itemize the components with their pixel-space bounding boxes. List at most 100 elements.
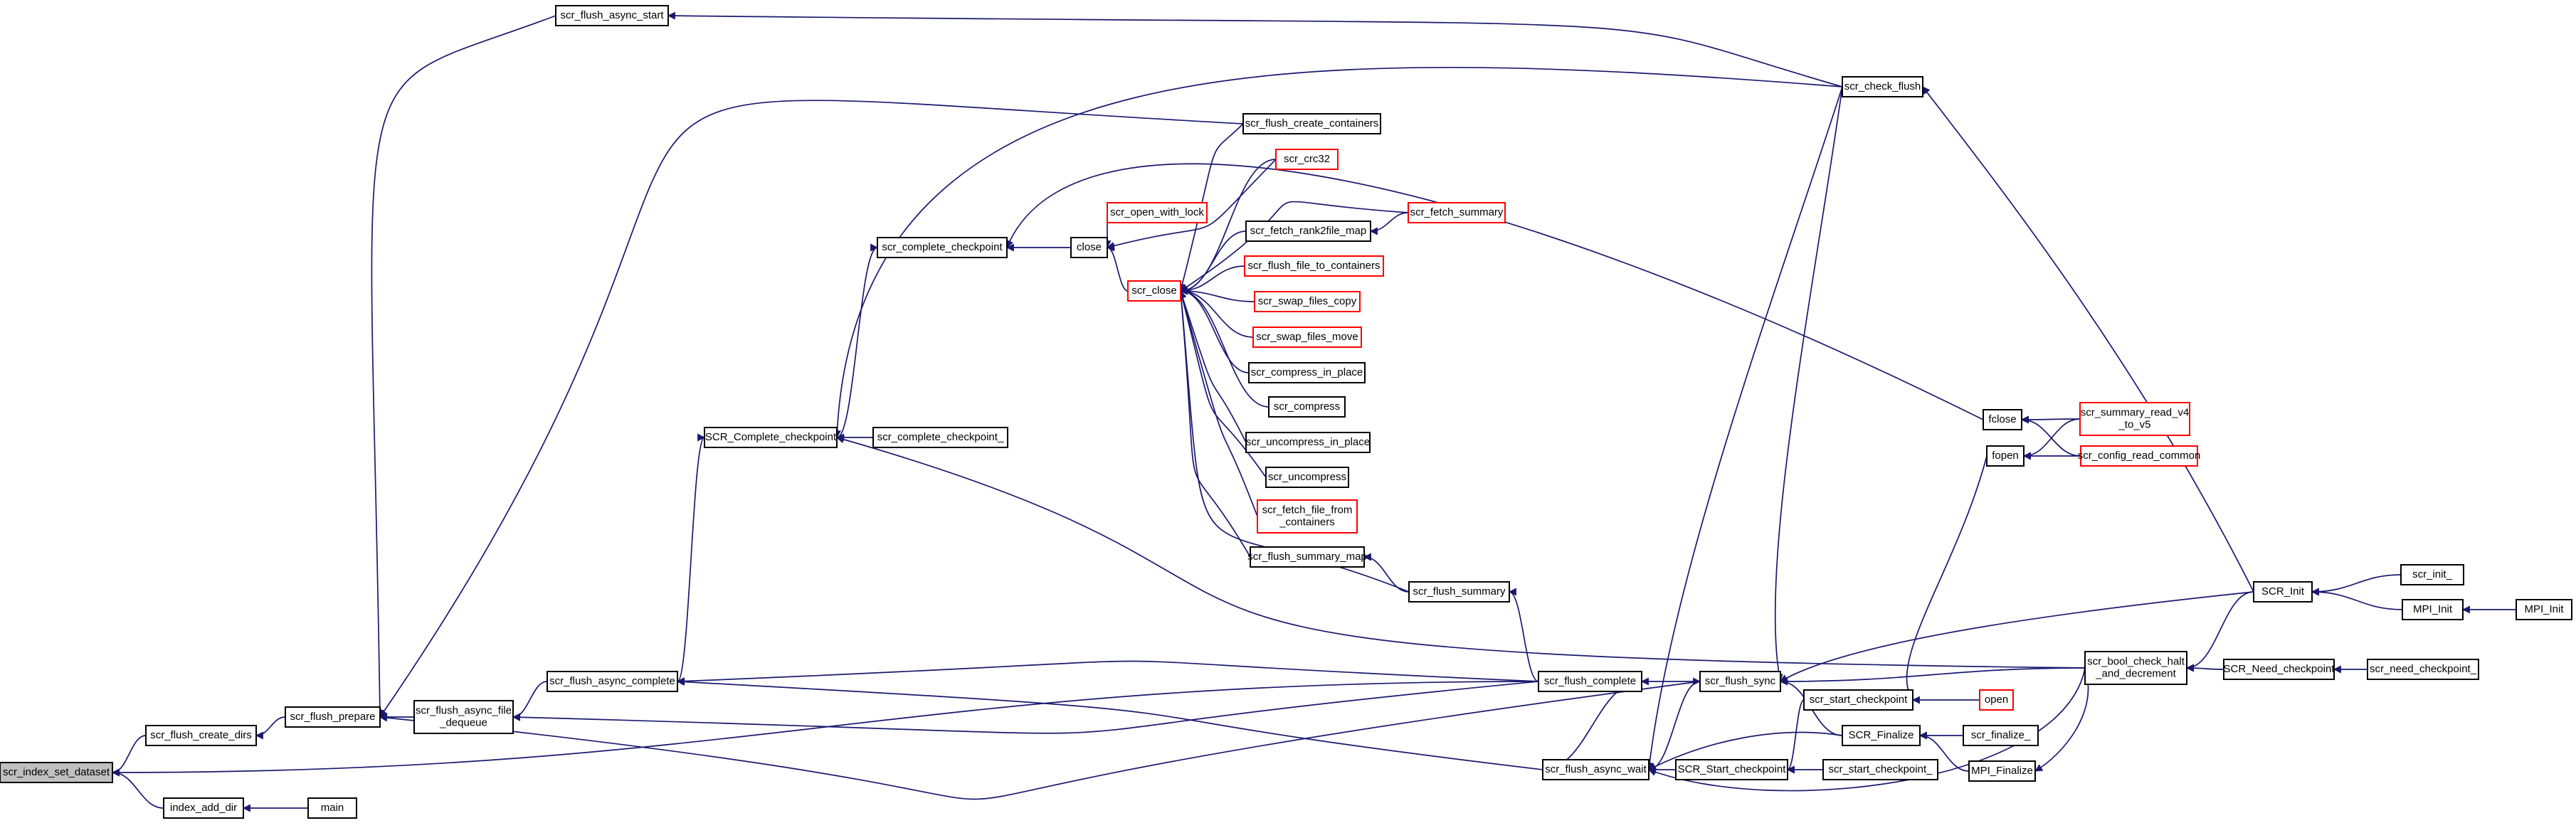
edge-scr_flush_async_wait-to-scr_flush_complete	[1542, 677, 1643, 770]
node-label: MPI_Finalize	[1971, 765, 2033, 777]
edge-scr_close-to-close	[1106, 243, 1129, 292]
node-box	[1254, 291, 1361, 312]
node-box	[145, 725, 257, 746]
node-scr_config_read_common[interactable]: scr_config_read_common	[2078, 445, 2201, 467]
node-scr_uncompress_in_place[interactable]: scr_uncompress_in_place	[1245, 432, 1371, 453]
edge-scr_flush_prepare-to-scr_flush_create_dirs	[255, 716, 286, 740]
node-box	[1538, 671, 1642, 692]
node-scr_flush_async_wait[interactable]: scr_flush_async_wait	[1542, 759, 1649, 780]
node-scr_index_set_dataset[interactable]: scr_index_set_dataset	[0, 762, 113, 783]
node-open[interactable]: open	[1979, 689, 2014, 711]
node-scr_flush_async_start[interactable]: scr_flush_async_start	[555, 5, 669, 26]
node-label: SCR_Init	[2261, 585, 2305, 598]
node-scr_compress[interactable]: scr_compress	[1268, 396, 1346, 418]
edge-scr_fetch_file_from_containers-to-scr_close	[1178, 290, 1258, 517]
node-label: _to_v5	[2118, 418, 2150, 430]
node-scr_close[interactable]: scr_close	[1127, 280, 1181, 302]
node-fopen[interactable]: fopen	[1986, 445, 2025, 467]
node-scr_init_[interactable]: scr_init_	[2400, 564, 2464, 585]
edge-scr_uncompress-to-scr_close	[1178, 290, 1267, 478]
node-scr_bool_check_halt_and_decrement[interactable]: scr_bool_check_halt_and_decrement	[2084, 651, 2187, 685]
node-label: scr_flush_async_complete	[549, 675, 675, 687]
node-scr_flush_create_dirs[interactable]: scr_flush_create_dirs	[145, 725, 257, 746]
edge-fclose-to-scr_complete_checkpoint	[1005, 163, 1984, 420]
edge-scr_flush_create_containers-to-scr_flush_prepare	[379, 100, 1244, 718]
edge-scr_init_-to-SCR_Init	[2311, 574, 2402, 596]
node-box	[2253, 581, 2313, 603]
edge-scr_summary_read_v4_to_v5-to-fclose	[2020, 415, 2081, 424]
node-scr_flush_summary_map[interactable]: scr_flush_summary_map	[1247, 546, 1367, 568]
node-fclose[interactable]: fclose	[1983, 409, 2022, 430]
node-label: scr_flush_async_start	[560, 9, 664, 21]
node-scr_flush_sync[interactable]: scr_flush_sync	[1699, 671, 1781, 692]
edge-scr_check_flush-to-scr_flush_async_wait	[1645, 86, 1843, 771]
node-scr_complete_checkpoint[interactable]: scr_complete_checkpoint	[877, 237, 1008, 258]
edge-SCR_Complete_checkpoint-to-scr_complete_checkpoint	[836, 243, 879, 438]
node-SCR_Need_checkpoint[interactable]: SCR_Need_checkpoint	[2223, 659, 2335, 680]
edge-scr_check_flush-to-scr_flush_async_start	[667, 11, 1843, 87]
node-label: main	[321, 802, 344, 814]
edge-SCR_Need_checkpoint-to-scr_bool_check_halt_and_decrement	[2185, 664, 2224, 672]
node-label: scr_swap_files_move	[1256, 331, 1358, 343]
node-SCR_Finalize[interactable]: SCR_Finalize	[1842, 725, 1921, 746]
node-box	[1983, 409, 2022, 430]
node-label: scr_compress_in_place	[1251, 366, 1363, 378]
edge-scr_swap_files_move-to-scr_close	[1179, 287, 1254, 338]
node-scr_flush_file_to_containers[interactable]: scr_flush_file_to_containers	[1244, 255, 1384, 277]
edge-scr_flush_summary-to-scr_flush_summary_map	[1363, 553, 1410, 593]
node-box	[1107, 202, 1208, 223]
node-label: scr_compress	[1274, 400, 1340, 413]
node-scr_crc32[interactable]: scr_crc32	[1275, 149, 1339, 170]
edge-scr_flush_async_complete-to-scr_flush_async_file_dequeue	[512, 681, 548, 721]
node-index_add_dir[interactable]: index_add_dir	[163, 797, 244, 819]
node-SCR_Start_checkpoint[interactable]: SCR_Start_checkpoint	[1675, 759, 1788, 780]
node-scr_complete_checkpoint_[interactable]: scr_complete_checkpoint_	[872, 427, 1008, 448]
node-scr_flush_summary[interactable]: scr_flush_summary	[1408, 581, 1510, 603]
node-scr_uncompress[interactable]: scr_uncompress	[1265, 467, 1349, 488]
node-scr_flush_async_complete[interactable]: scr_flush_async_complete	[547, 671, 678, 692]
node-scr_need_checkpoint_[interactable]: scr_need_checkpoint_	[2367, 659, 2479, 680]
edge-scr_fetch_summary-to-scr_fetch_rank2file_map	[1369, 212, 1409, 235]
node-scr_flush_complete[interactable]: scr_flush_complete	[1538, 671, 1642, 692]
node-box	[877, 237, 1008, 258]
node-label: scr_need_checkpoint_	[2370, 663, 2477, 675]
node-scr_flush_prepare[interactable]: scr_flush_prepare	[285, 706, 381, 728]
edge-scr_flush_sync-to-scr_flush_prepare	[379, 681, 1701, 800]
node-scr_open_with_lock[interactable]: scr_open_with_lock	[1107, 202, 1208, 223]
node-scr_summary_read_v4_to_v5[interactable]: scr_summary_read_v4_to_v5	[2079, 402, 2190, 436]
node-label: scr_start_checkpoint	[1810, 694, 1908, 706]
node-box	[1275, 149, 1339, 170]
node-scr_flush_create_containers[interactable]: scr_flush_create_containers	[1242, 113, 1381, 134]
edge-MPI_Finalize-to-SCR_Finalize	[1918, 731, 1970, 772]
node-scr_start_checkpoint[interactable]: scr_start_checkpoint	[1803, 689, 1913, 711]
node-label: scr_flush_summary_map	[1247, 551, 1367, 563]
node-label: scr_flush_file_to_containers	[1248, 260, 1381, 272]
node-scr_check_flush[interactable]: scr_check_flush	[1842, 76, 1923, 97]
node-scr_swap_files_move[interactable]: scr_swap_files_move	[1252, 327, 1362, 348]
node-scr_fetch_file_from_containers[interactable]: scr_fetch_file_from_containers	[1257, 499, 1358, 534]
node-scr_fetch_summary[interactable]: scr_fetch_summary	[1408, 202, 1506, 223]
node-scr_start_checkpoint_[interactable]: scr_start_checkpoint_	[1822, 759, 1938, 780]
node-label: scr_flush_complete	[1544, 675, 1636, 687]
node-box	[1842, 76, 1923, 97]
node-MPI_Init[interactable]: MPI_Init	[2402, 599, 2464, 620]
node-scr_flush_async_file_dequeue[interactable]: scr_flush_async_file_dequeue	[413, 700, 514, 734]
node-MPI_Finalize[interactable]: MPI_Finalize	[1968, 760, 2036, 782]
node-box	[1244, 255, 1384, 277]
node-label: scr_start_checkpoint_	[1829, 763, 1933, 775]
node-box	[1268, 396, 1346, 418]
node-MPI_Init_2[interactable]: MPI_Init	[2516, 599, 2572, 620]
node-scr_finalize_[interactable]: scr_finalize_	[1963, 725, 2039, 746]
node-close[interactable]: close	[1070, 237, 1108, 258]
node-box	[285, 706, 381, 728]
node-label: scr_summary_read_v4	[2081, 406, 2190, 418]
node-label: scr_index_set_dataset	[3, 766, 110, 778]
node-SCR_Complete_checkpoint[interactable]: SCR_Complete_checkpoint	[704, 427, 838, 448]
edge-scr_flush_async_wait-to-scr_flush_sync	[1648, 677, 1701, 770]
node-scr_fetch_rank2file_map[interactable]: scr_fetch_rank2file_map	[1245, 221, 1371, 242]
node-scr_swap_files_copy[interactable]: scr_swap_files_copy	[1254, 291, 1361, 312]
node-scr_compress_in_place[interactable]: scr_compress_in_place	[1248, 362, 1366, 383]
node-main[interactable]: main	[307, 797, 357, 819]
node-SCR_Init[interactable]: SCR_Init	[2253, 581, 2313, 603]
